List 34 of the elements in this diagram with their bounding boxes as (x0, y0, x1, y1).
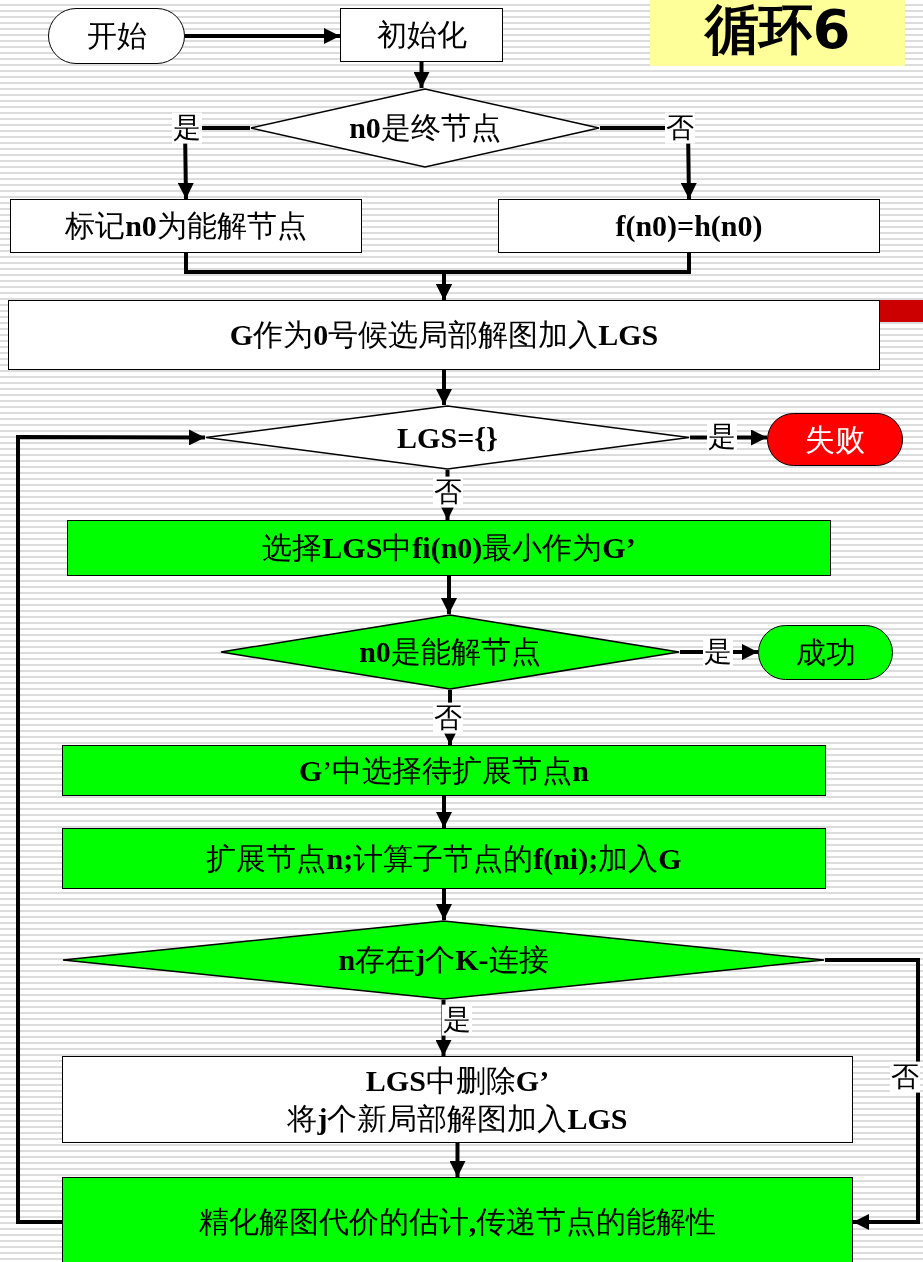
end-terminal: 失败 (767, 413, 903, 466)
start-terminal: 开始 (48, 8, 185, 64)
edge-label: 是 (172, 112, 202, 144)
edge-label: 否 (433, 702, 463, 734)
arrow (413, 62, 430, 88)
decision-diamond: LGS={} (205, 405, 690, 470)
edge-label: 是 (707, 421, 737, 453)
process-box: 初始化 (340, 8, 503, 62)
arrow (436, 796, 452, 828)
arrow (441, 576, 457, 614)
edge-label: 否 (433, 476, 463, 508)
edge-label: 否 (665, 112, 695, 144)
process-box: 扩展节点n;计算子节点的f(ni);加入G (62, 828, 826, 889)
process-box: G作为0号候选局部解图加入LGS (8, 300, 880, 370)
title-banner: 循环6 (650, 0, 905, 66)
arrow (436, 370, 452, 405)
arrow (16, 429, 205, 1224)
decision-diamond: n0是能解节点 (220, 614, 680, 690)
process-box: LGS中删除G’ 将j个新局部解图加入LGS (62, 1056, 853, 1143)
process-box: G’中选择待扩展节点n (62, 745, 826, 796)
process-box: 标记n0为能解节点 (10, 199, 362, 253)
edge-label: 是 (703, 636, 733, 668)
arrow (449, 1143, 466, 1177)
decision-diamond: n存在j个K-连接 (62, 920, 825, 1000)
end-terminal: 成功 (758, 625, 893, 680)
decision-diamond: n0是终节点 (250, 88, 600, 168)
process-box: 选择LGS中fi(n0)最小作为G’ (67, 520, 831, 576)
edge-label: 否 (890, 1061, 920, 1093)
arrow (825, 958, 920, 1230)
process-box: f(n0)=h(n0) (498, 199, 880, 253)
edge-label: 是 (442, 1004, 472, 1036)
arrow (436, 889, 452, 920)
process-box: 精化解图代价的估计,传递节点的能解性 (62, 1177, 853, 1262)
arrow (185, 28, 340, 44)
